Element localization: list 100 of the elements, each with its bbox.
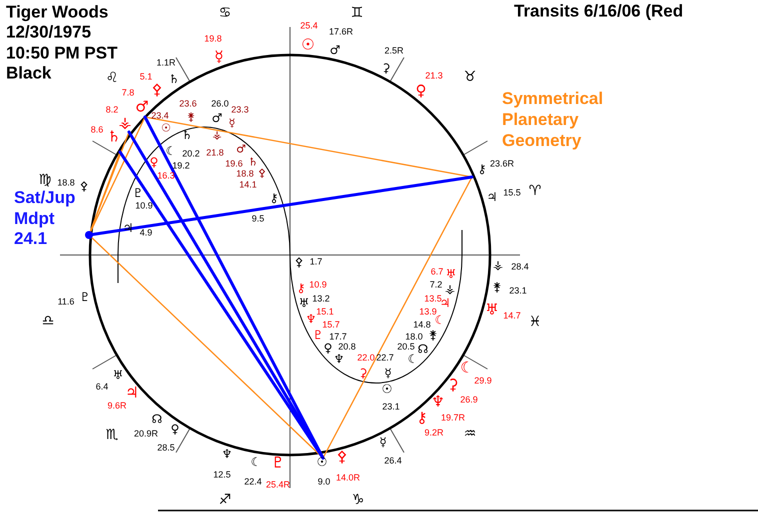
planet-glyph: ♄ xyxy=(182,129,192,141)
degree-label: 20.9R xyxy=(134,430,158,438)
planet-glyph: ⚶ xyxy=(212,130,222,140)
degree-label: 1.1R xyxy=(156,58,176,68)
planet-glyph: ♅ xyxy=(298,297,310,309)
degree-label: 8.6 xyxy=(90,126,104,134)
zodiac-glyph: ♏ xyxy=(106,428,118,442)
planet-glyph: ⚷ xyxy=(478,163,486,175)
degree-label: 26.9 xyxy=(460,396,478,404)
degree-label: 9.0 xyxy=(318,478,330,486)
degree-label: 26.4 xyxy=(384,456,402,466)
planet-glyph: ♅ xyxy=(485,302,499,318)
degree-label: 13.9 xyxy=(419,308,437,316)
planet-glyph: ♄ xyxy=(168,73,180,85)
planet-glyph: ♀ xyxy=(416,84,426,98)
planet-glyph: ⚷ xyxy=(270,192,278,204)
degree-label: 18.8 xyxy=(236,170,254,178)
planet-glyph: ⚵ xyxy=(492,281,502,293)
degree-label: 14.7 xyxy=(503,312,521,320)
planet-glyph: ⚶ xyxy=(118,116,132,130)
callout-text: Sat/Jup Mdpt 24.1 xyxy=(14,188,76,250)
degree-label: 14.0R xyxy=(336,474,360,482)
degree-label: 19.6 xyxy=(225,160,243,168)
degree-label: 19.8 xyxy=(204,34,222,44)
degree-label: 22.0 xyxy=(357,354,375,362)
planet-glyph: ☊ xyxy=(418,343,428,355)
degree-label: 11.6 xyxy=(58,298,74,306)
planet-glyph: ⚴ xyxy=(294,256,304,268)
chart-heading: Tiger Woods xyxy=(6,4,108,20)
zodiac-glyph: ♊ xyxy=(350,6,364,20)
chart-heading: 10:50 PM PST xyxy=(6,44,118,62)
planet-glyph: ☾ xyxy=(408,353,418,365)
degree-label: 9.2R xyxy=(424,428,444,438)
degree-label: 6.4 xyxy=(96,382,108,392)
zodiac-glyph: ♑ xyxy=(352,493,364,507)
zodiac-glyph: ♍ xyxy=(38,173,52,187)
degree-label: 20.2 xyxy=(182,150,200,158)
degree-label: 22.4 xyxy=(244,478,262,486)
planet-glyph: ♀ xyxy=(170,423,180,435)
planet-glyph: ♃ xyxy=(125,386,139,400)
degree-label: 15.1 xyxy=(316,308,334,316)
degree-label: 25.4R xyxy=(266,480,290,490)
degree-label: 23.3 xyxy=(231,106,249,114)
planet-glyph: ☿ xyxy=(214,50,224,64)
degree-label: 14.8 xyxy=(413,320,431,330)
planet-glyph: ☾ xyxy=(434,314,446,326)
degree-label: 12.5 xyxy=(213,470,231,480)
degree-label: 20.8 xyxy=(338,342,356,352)
degree-label: 13.5 xyxy=(424,294,442,304)
degree-label: 14.1 xyxy=(239,180,257,190)
planet-glyph: ♆ xyxy=(222,448,232,460)
chart-heading: Black xyxy=(6,64,52,82)
planet-glyph: ♂ xyxy=(212,112,222,124)
planet-glyph: ☾ xyxy=(166,145,176,157)
degree-label: 21.8 xyxy=(206,148,224,158)
planet-glyph: ⚴ xyxy=(258,168,266,178)
degree-label: 17.7 xyxy=(329,332,347,342)
planet-glyph: ☿ xyxy=(384,367,392,379)
degree-label: 4.9 xyxy=(140,228,152,238)
degree-label: 7.8 xyxy=(122,88,134,98)
zodiac-glyph: ♉ xyxy=(464,70,476,84)
planet-glyph: ♇ xyxy=(271,456,285,470)
zodiac-glyph: ♌ xyxy=(106,71,118,85)
planet-glyph: ⚷ xyxy=(416,410,428,426)
planet-glyph: ⚴ xyxy=(336,450,348,464)
planet-glyph: ♂ xyxy=(135,100,149,114)
degree-label: 21.3 xyxy=(425,72,443,80)
planet-glyph: ⚳ xyxy=(448,378,458,392)
degree-label: 9.5 xyxy=(252,214,264,224)
planet-glyph: ☉ xyxy=(382,383,392,395)
degree-label: 8.2 xyxy=(106,106,118,114)
degree-label: 29.9 xyxy=(474,376,492,386)
planet-glyph: ♇ xyxy=(80,291,90,303)
degree-label: 1.7 xyxy=(310,258,322,266)
planet-glyph: ☿ xyxy=(228,118,236,128)
degree-label: 2.5R xyxy=(384,46,404,56)
chart-heading: Transits 6/16/06 (Red xyxy=(514,2,684,20)
zodiac-glyph: ♋ xyxy=(218,6,232,20)
planet-glyph: ☉ xyxy=(161,122,171,134)
zodiac-glyph: ♈ xyxy=(528,184,542,198)
degree-label: 10.9 xyxy=(309,280,327,290)
planet-glyph: ♇ xyxy=(132,187,144,199)
planet-glyph: ⚴ xyxy=(152,82,162,98)
degree-label: 20.5 xyxy=(397,342,415,352)
planet-glyph: ☉ xyxy=(316,456,328,468)
degree-label: 19.7R xyxy=(440,414,466,422)
degree-label: 28.4 xyxy=(511,262,529,272)
zodiac-glyph: ♒ xyxy=(464,427,476,441)
degree-label: 17.6R xyxy=(328,28,354,36)
planet-glyph: ⚷ xyxy=(296,282,306,294)
degree-label: 5.1 xyxy=(140,72,152,82)
degree-label: 18.0 xyxy=(405,332,423,342)
degree-label: 23.1 xyxy=(509,286,527,296)
degree-label: 26.0 xyxy=(211,100,229,108)
degree-label: 13.2 xyxy=(312,294,330,304)
degree-label: 25.4 xyxy=(300,22,318,30)
degree-label: 28.5 xyxy=(157,444,175,452)
planet-glyph: ♂ xyxy=(236,144,246,154)
degree-label: 10.9 xyxy=(135,202,153,210)
planet-glyph: ♃ xyxy=(122,222,134,234)
